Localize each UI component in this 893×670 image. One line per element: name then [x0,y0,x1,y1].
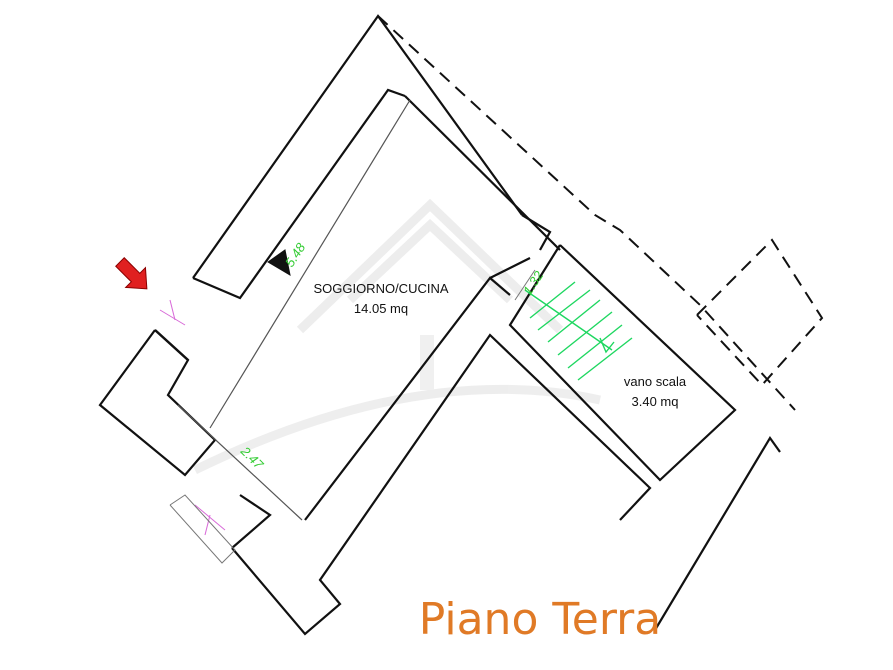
dimension-lines [177,99,536,521]
room-name-vano-scala: vano scala [624,374,687,389]
dimension-length: 5.48 [282,240,309,270]
house-watermark-icon [193,198,601,475]
entrance-arrow-icon [115,257,148,290]
stair-tread [567,324,623,369]
stair-direction-line [524,289,613,351]
stair-tread [547,299,601,343]
stair-tread [537,289,591,331]
stair-tread [529,281,576,319]
room-area-vano-scala: 3.40 mq [632,394,679,409]
stair-tread [557,311,613,356]
dashed-boundaries [377,15,824,411]
stair-treads [524,281,633,381]
floor-title: Piano Terra [419,594,661,645]
room-name-soggiorno: SOGGIORNO/CUCINA [313,281,448,296]
level-marker-icon [268,250,290,275]
level-marker-outline [267,249,291,277]
stair-tread [577,337,633,381]
room-area-soggiorno: 14.05 mq [354,301,408,316]
stair-direction-arrow-icon [599,337,615,354]
doorways [159,299,236,564]
